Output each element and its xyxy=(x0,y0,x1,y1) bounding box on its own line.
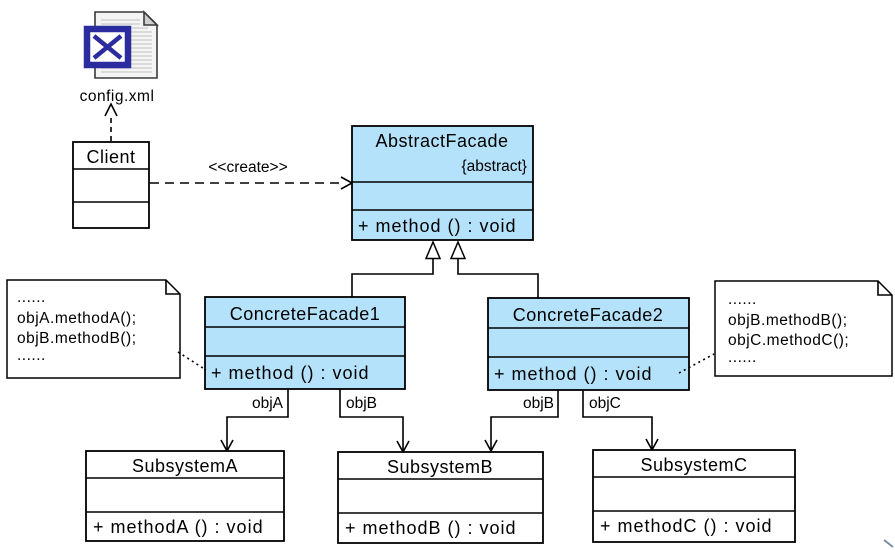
note-left-line1: ...... xyxy=(17,289,46,306)
objC-role-label: objC xyxy=(589,395,621,412)
note-left-line2: objA.methodA(); xyxy=(17,310,137,327)
dependency-create[interactable]: <<create>> xyxy=(150,159,354,190)
association-objA[interactable]: objA xyxy=(220,389,289,453)
objA-role-label: objA xyxy=(252,395,284,412)
objC-line xyxy=(582,390,653,448)
generalization-facade2[interactable] xyxy=(449,240,539,298)
create-stereotype-label: <<create>> xyxy=(208,159,287,176)
subsystemB-method: + methodB () : void xyxy=(345,518,517,538)
hollow-triangle-arrowhead-1 xyxy=(424,240,442,260)
class-concrete-facade2-title: ConcreteFacade2 xyxy=(513,305,664,325)
class-subsystemC-title: SubsystemC xyxy=(640,455,747,475)
association-objC[interactable]: objC xyxy=(582,390,659,452)
generalization-facade1[interactable] xyxy=(351,240,442,297)
concrete-facade1-method: + method () : void xyxy=(211,363,370,383)
note-right-anchor-line xyxy=(678,353,715,374)
note-right-shape xyxy=(714,280,893,377)
note-right-line2: objB.methodB(); xyxy=(728,312,848,329)
file-icon-config-xml[interactable]: config.xml xyxy=(80,10,159,105)
class-concrete-facade1[interactable]: ConcreteFacade1 + method () : void xyxy=(204,296,406,390)
open-arrowhead-right xyxy=(340,176,354,190)
note-left[interactable]: ...... objA.methodA(); objB.methodB(); .… xyxy=(6,279,181,379)
generalization-line-2 xyxy=(457,259,539,298)
xml-badge xyxy=(83,25,132,69)
objB1-role-label: objB xyxy=(346,395,377,412)
note-left-fold xyxy=(165,280,180,295)
note-left-line4: ...... xyxy=(17,347,46,364)
objB2-role-label: objB xyxy=(523,395,554,412)
concrete-facade2-method: + method () : void xyxy=(494,364,653,384)
class-client[interactable]: Client xyxy=(72,141,150,229)
association-objB-2[interactable]: objB xyxy=(484,390,559,453)
abstract-facade-method: + method () : void xyxy=(358,216,517,236)
note-right-line3: objC.methodC(); xyxy=(728,332,849,349)
open-arrowhead-objB2 xyxy=(484,439,498,453)
objA-line xyxy=(226,389,289,449)
dependency-client-to-config[interactable] xyxy=(104,102,118,141)
xml-x-glyph xyxy=(92,34,123,60)
class-subsystemC[interactable]: SubsystemC + methodC () : void xyxy=(592,449,796,543)
association-objB-1[interactable]: objB xyxy=(339,389,410,454)
note-right-fold xyxy=(877,281,892,296)
open-arrowhead-up xyxy=(104,102,118,117)
class-concrete-facade1-title: ConcreteFacade1 xyxy=(230,304,381,324)
note-right[interactable]: ...... objB.methodB(); objC.methodC(); .… xyxy=(714,280,893,377)
abstract-stereotype: {abstract} xyxy=(462,158,528,175)
class-abstract-facade-title: AbstractFacade xyxy=(375,131,508,151)
canvas-corner-mark xyxy=(883,539,894,548)
class-subsystemB[interactable]: SubsystemB + methodB () : void xyxy=(337,451,544,544)
note-right-line1: ...... xyxy=(728,291,757,308)
document-fold-corner xyxy=(143,10,159,26)
hollow-triangle-arrowhead-2 xyxy=(449,240,467,260)
class-abstract-facade[interactable]: AbstractFacade {abstract} + method () : … xyxy=(351,125,534,241)
file-icon-label: config.xml xyxy=(80,88,155,105)
class-concrete-facade2[interactable]: ConcreteFacade2 + method () : void xyxy=(487,297,690,391)
generalization-line-1 xyxy=(351,259,434,297)
objB2-line xyxy=(490,390,559,449)
class-subsystemA[interactable]: SubsystemA + methodA () : void xyxy=(85,450,285,542)
subsystemC-method: + methodC () : void xyxy=(600,516,773,536)
class-subsystemB-title: SubsystemB xyxy=(387,457,493,477)
note-right-line4: ...... xyxy=(728,349,757,366)
note-left-shape xyxy=(6,279,181,379)
class-client-title: Client xyxy=(86,147,135,167)
note-left-anchor-line xyxy=(177,351,207,371)
note-left-line3: objB.methodB(); xyxy=(17,330,137,347)
objB1-line xyxy=(339,389,404,450)
subsystemA-method: + methodA () : void xyxy=(93,517,264,537)
class-subsystemA-title: SubsystemA xyxy=(132,456,238,476)
